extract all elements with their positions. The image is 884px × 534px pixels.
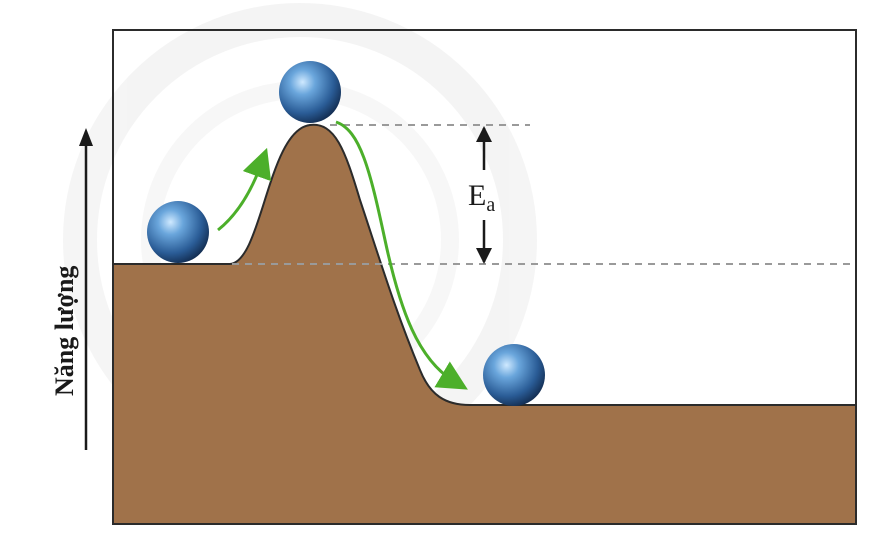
activation-energy-label: Ea [468, 179, 495, 216]
activation-energy-arrow [476, 126, 492, 264]
energy-axis-arrow [79, 128, 93, 450]
energy-axis-label: Năng lượng [50, 266, 79, 396]
energy-landscape [112, 123, 857, 525]
downhill-arrow [335, 120, 468, 390]
uphill-arrow [217, 147, 272, 232]
ball-initial-state [147, 201, 209, 263]
ball-transition-state [279, 61, 341, 123]
ball-final-state [483, 344, 545, 406]
